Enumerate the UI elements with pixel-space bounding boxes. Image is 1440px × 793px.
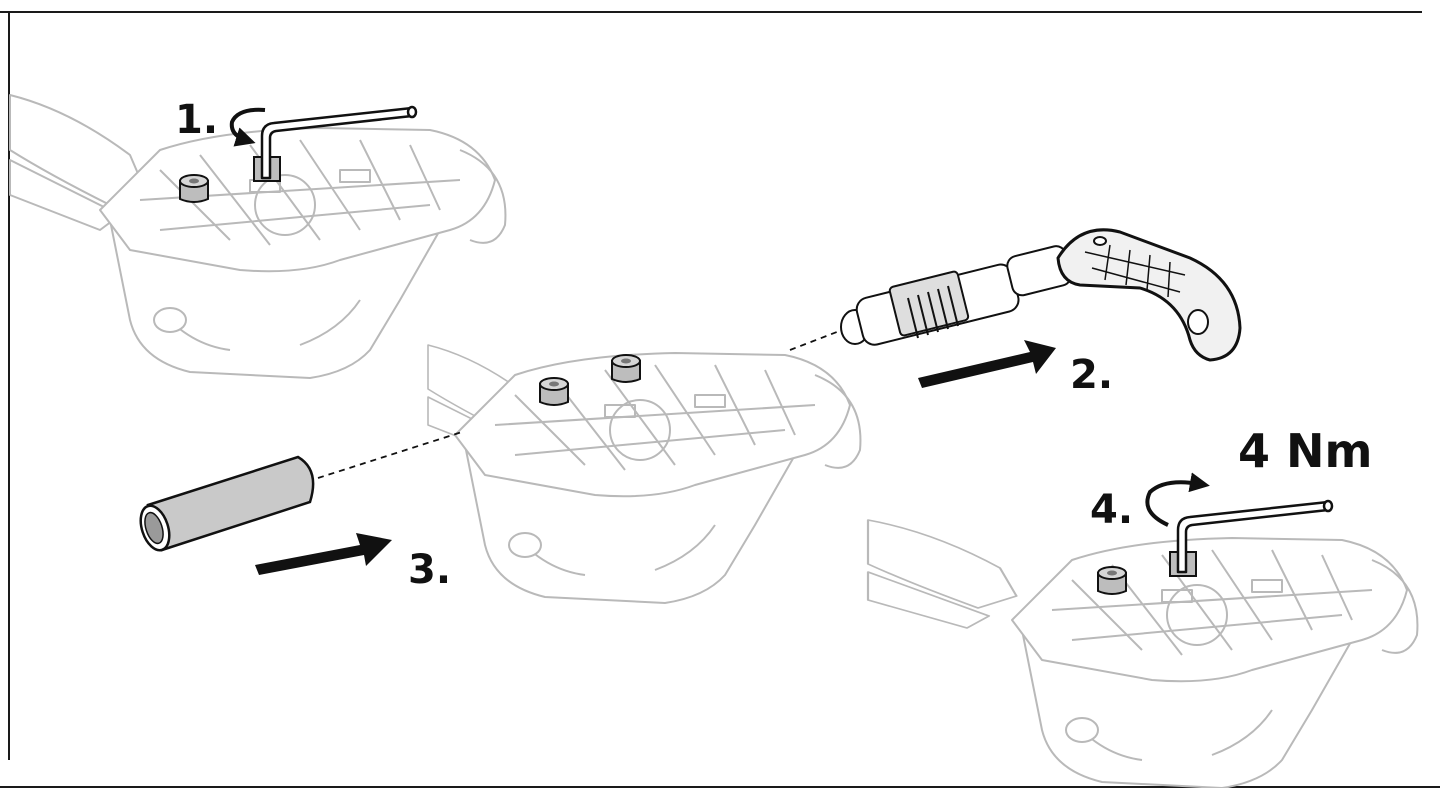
bolt-icon: [611, 354, 641, 383]
bolt-icon: [539, 377, 569, 406]
center-assembly: [427, 344, 862, 604]
bolt-icon: [179, 174, 209, 203]
direction-arrow-icon: [255, 533, 392, 575]
quick-release-knob: [840, 228, 1242, 362]
hex-key-icon: [1169, 499, 1334, 577]
direction-arrow-icon: [918, 340, 1056, 388]
step4-assembly: [866, 472, 1419, 789]
step-4-label: 4.: [1090, 487, 1134, 533]
step-3-label: 3.: [408, 547, 452, 593]
torque-label: 4 Nm: [1238, 424, 1373, 478]
step-2-label: 2.: [1070, 352, 1114, 398]
counter-clockwise-arrow-icon: [229, 107, 266, 147]
tube-insert: [139, 455, 315, 552]
step-1-label: 1.: [175, 97, 219, 143]
bolt-icon: [1097, 566, 1127, 595]
hex-key-icon: [253, 105, 418, 182]
clockwise-arrow-icon: [1145, 472, 1210, 527]
step1-assembly: [9, 94, 507, 379]
